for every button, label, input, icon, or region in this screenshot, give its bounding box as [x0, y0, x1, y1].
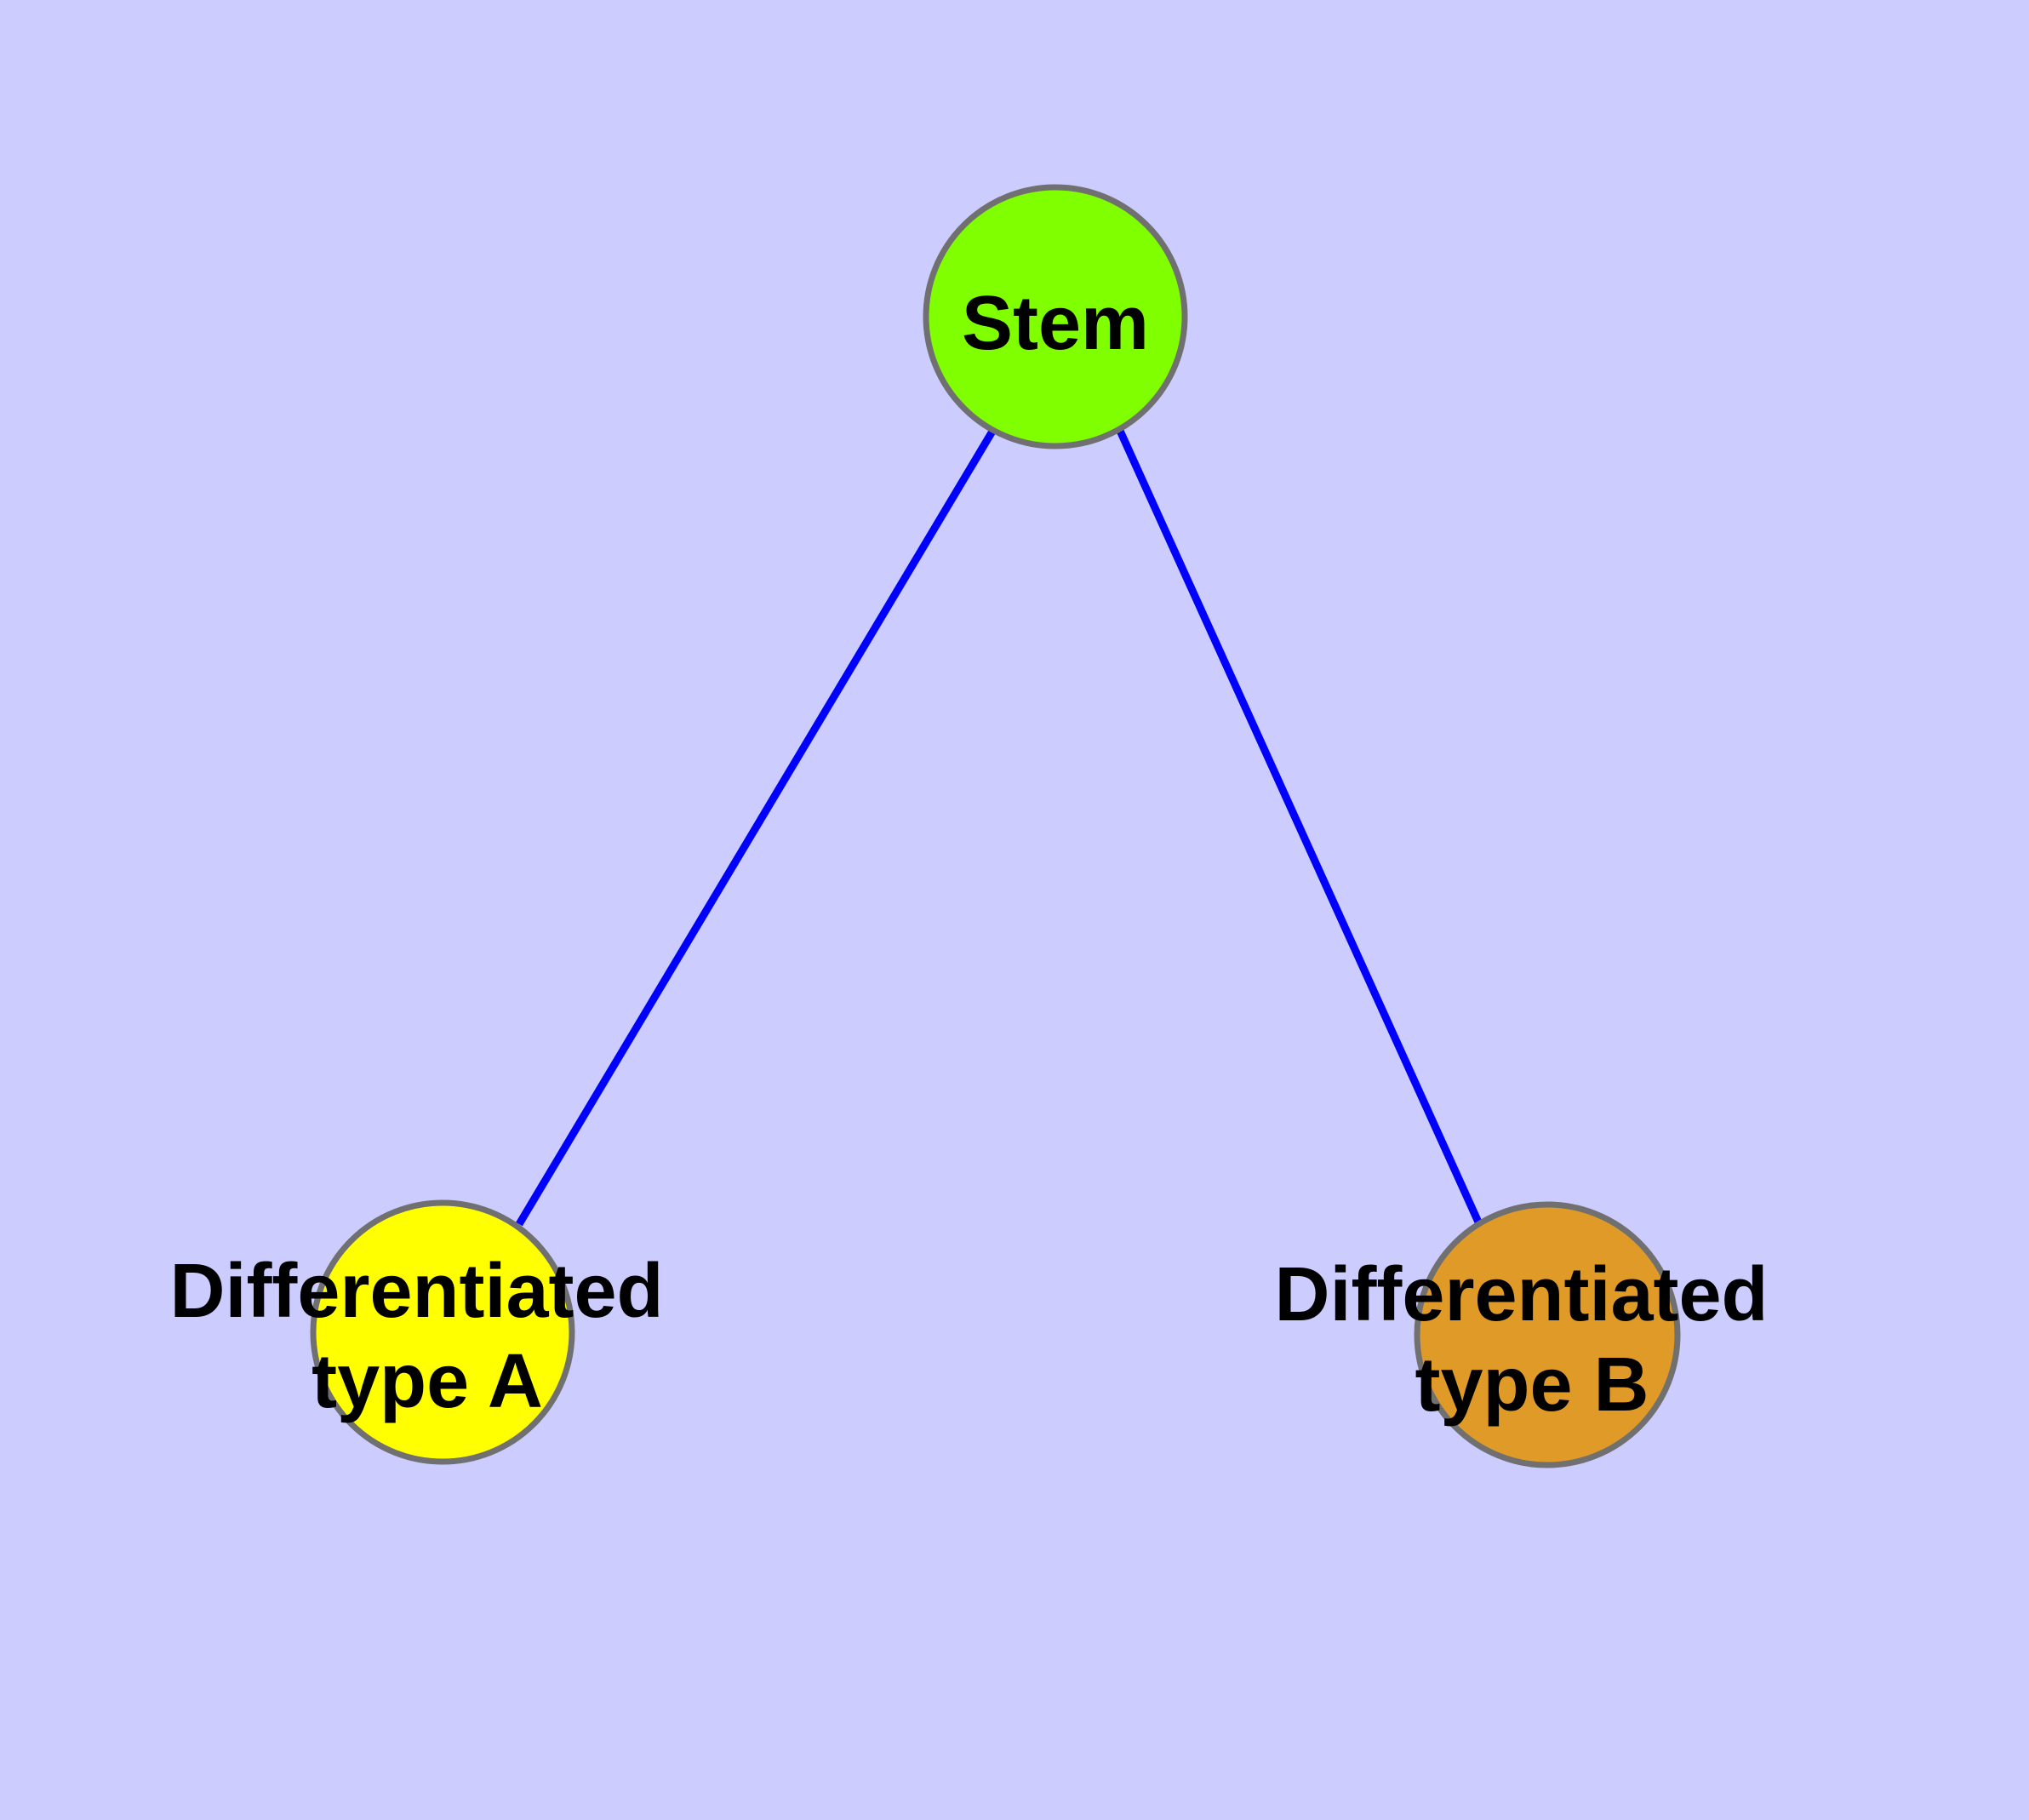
node-circle-differentiated-type-b[interactable] [1414, 1201, 1681, 1468]
node-stem[interactable] [923, 184, 1188, 449]
node-label-differentiated-type-b-line-1: Differentiated [1274, 1252, 1768, 1337]
edge-layer [516, 427, 1484, 1228]
node-layer [310, 184, 1681, 1468]
label-layer: Stem Differentiated type A Differentiate… [169, 281, 1789, 1428]
node-circle-differentiated-type-a[interactable] [310, 1199, 575, 1465]
node-differentiated-type-b[interactable] [1414, 1201, 1681, 1468]
node-label-differentiated-type-a-line-2: type A [311, 1339, 543, 1424]
node-circle-stem[interactable] [923, 184, 1188, 449]
node-label-differentiated-type-b-line-2: type B [1415, 1342, 1649, 1428]
node-differentiated-type-a[interactable] [310, 1199, 575, 1465]
edge-stem-to-differentiated-type-b[interactable] [1116, 429, 1484, 1228]
node-label-differentiated-type-b: Differentiated type B [1274, 1252, 1789, 1428]
node-label-differentiated-type-a-line-1: Differentiated [169, 1249, 663, 1334]
node-label-differentiated-type-a: Differentiated type A [169, 1249, 684, 1424]
node-label-stem-line-1: Stem [962, 281, 1149, 366]
node-label-stem: Stem [962, 281, 1149, 366]
edge-stem-to-differentiated-type-a[interactable] [516, 427, 997, 1227]
